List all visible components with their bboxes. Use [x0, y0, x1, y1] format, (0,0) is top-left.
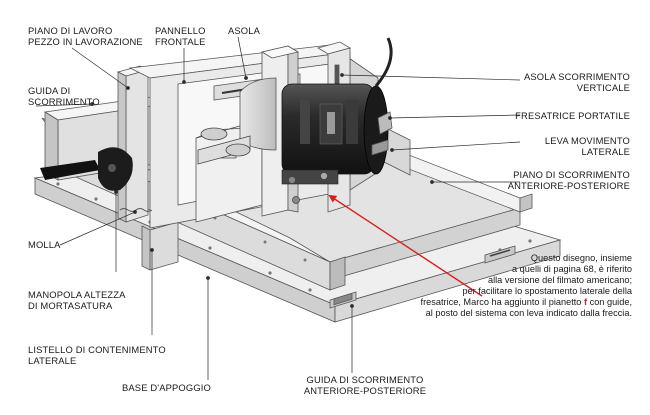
label-asola-scorrimento-verticale: ASOLA SCORRIMENTO VERTICALE [523, 71, 630, 93]
height-knob [40, 147, 133, 191]
label-leva-movimento-laterale: LEVA MOVIMENTO LATERALE [544, 135, 630, 157]
red-indicator-arrow [328, 194, 483, 297]
caption-text-before: Questo disegno, insieme a quelli di pagi… [420, 253, 632, 307]
label-base-appoggio: BASE D'APPOGGIO [122, 382, 211, 393]
label-guida-scorrimento-ant-post: GUIDA DI SCORRIMENTO ANTERIORE-POSTERIOR… [303, 374, 427, 396]
spring [119, 208, 153, 212]
label-molla: MOLLA [28, 239, 61, 250]
caption-text-after: con guide, al posto del sistema con leva… [425, 297, 632, 318]
label-asola: ASOLA [228, 25, 261, 36]
front-back-rail [329, 245, 516, 309]
label-fresatrice-portatile: FRESATRICE PORTATILE [515, 110, 630, 121]
label-listello-contenimento: LISTELLO DI CONTENIMENTO LATERALE [28, 344, 166, 366]
label-manopola-altezza: MANOPOLA ALTEZZA DI MORTASATURA [28, 289, 126, 311]
clamp-hardware [197, 127, 328, 204]
leader-lines [35, 36, 521, 380]
caption-highlight-f: f [583, 297, 588, 307]
label-piano-di-lavoro: PIANO DI LAVORO PEZZO IN LAVORAZIONE [28, 25, 143, 47]
caption-text: Questo disegno, insieme a quelli di pagi… [388, 253, 632, 319]
label-guida-di-scorrimento: GUIDA DI SCORRIMENTO [28, 85, 100, 107]
label-pannello-frontale: PANNELLO FRONTALE [155, 25, 206, 47]
label-piano-di-scorrimento: PIANO DI SCORRIMENTO ANTERIORE-POSTERIOR… [507, 169, 630, 191]
router-motor [239, 37, 393, 185]
